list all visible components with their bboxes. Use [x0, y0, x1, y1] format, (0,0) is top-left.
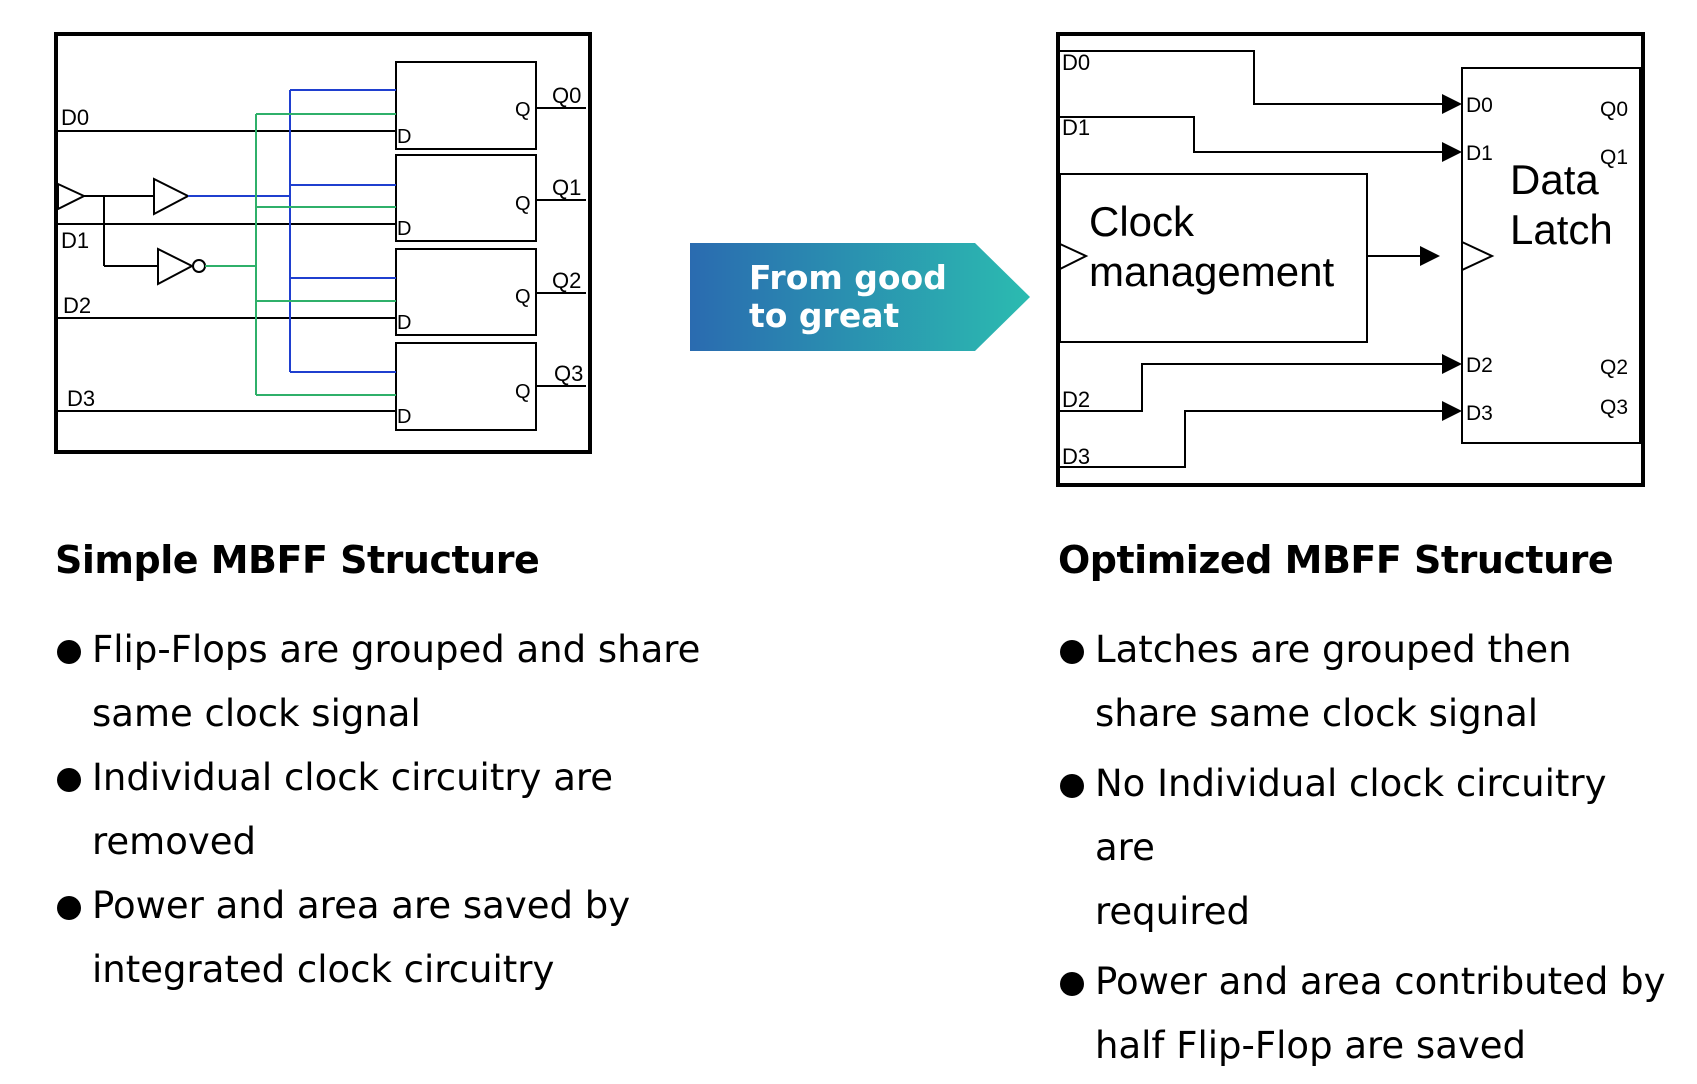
- right-data-wires: [1060, 50, 1462, 468]
- clock-net-green: [205, 113, 396, 396]
- latch-in-label-d3: D3: [1466, 402, 1493, 425]
- list-item: Individual clock circuitry are removed: [55, 746, 715, 874]
- right-input-label-d1: D1: [1062, 115, 1090, 140]
- right-input-label-d2: D2: [1062, 387, 1090, 412]
- bullet-text-line2: removed: [92, 820, 256, 863]
- bullet-text-line2: share same clock signal: [1095, 692, 1539, 735]
- bullet-text-line2: same clock signal: [92, 692, 421, 735]
- ff0-d-label: D: [397, 126, 411, 148]
- left-input-label-d1: D1: [61, 228, 89, 253]
- left-input-label-d3: D3: [67, 386, 95, 411]
- left-output-label-q1: Q1: [552, 175, 581, 200]
- latch-in-label-d2: D2: [1466, 354, 1493, 377]
- bullet-text-line1: Individual clock circuitry are: [92, 756, 614, 799]
- left-output-label-q2: Q2: [552, 268, 581, 293]
- clock-management-label-line1: Clock: [1089, 198, 1195, 245]
- arrow-text-line1: From good: [749, 258, 947, 297]
- left-input-label-d0: D0: [61, 105, 89, 130]
- list-item: Power and area contributed by half Flip-…: [1058, 950, 1678, 1078]
- right-input-label-d3: D3: [1062, 444, 1090, 469]
- bullet-text-line2: half Flip-Flop are saved: [1095, 1024, 1527, 1067]
- ff0-q-label: Q: [515, 99, 531, 121]
- latch-out-label-q3: Q3: [1600, 396, 1628, 419]
- list-item: No Individual clock circuitry are requir…: [1058, 752, 1678, 944]
- optimized-mbff-heading: Optimized MBFF Structure: [1058, 538, 1614, 582]
- ff2-d-label: D: [397, 312, 411, 334]
- left-output-label-q3: Q3: [554, 361, 583, 386]
- ff1-q-label: Q: [515, 193, 531, 215]
- data-latch-label-line2: Latch: [1510, 206, 1613, 253]
- inverter-bubble-icon: [192, 259, 206, 273]
- clock-management-label-line2: management: [1089, 248, 1334, 295]
- bullet-icon: [1060, 972, 1084, 996]
- optimized-mbff-diagram: D0 D1 D2 D3 Clock management Data Latch …: [1052, 28, 1674, 498]
- latch-out-label-q1: Q1: [1600, 146, 1628, 169]
- inverter-icon: [157, 247, 195, 286]
- ff3-d-label: D: [397, 406, 411, 428]
- latch-out-label-q0: Q0: [1600, 98, 1628, 121]
- latch-out-label-q2: Q2: [1600, 356, 1628, 379]
- bullet-icon: [1060, 774, 1084, 798]
- arrow-text-line2: to great: [749, 296, 899, 335]
- simple-mbff-schematic: D0 D1 D2 D3 Q0 Q1 Q2 Q3 D D D D Q Q Q Q: [54, 32, 592, 454]
- clock-mgmt-clock-icon: [1059, 242, 1089, 271]
- buffer-icon: [153, 177, 191, 216]
- right-frame: [1056, 32, 1645, 487]
- bullet-text-line1: Flip-Flops are grouped and share: [92, 628, 701, 671]
- bullet-icon: [57, 896, 81, 920]
- from-good-to-great-arrow: From good to great: [690, 243, 1030, 351]
- arrow-shape-icon: From good to great: [690, 243, 1030, 351]
- ff3-q-label: Q: [515, 381, 531, 403]
- ff2-q-label: Q: [515, 286, 531, 308]
- bullet-icon: [1060, 640, 1084, 664]
- bullet-text-line1: Power and area contributed by: [1095, 960, 1666, 1003]
- simple-mbff-diagram: D0 D1 D2 D3 Q0 Q1 Q2 Q3 D D D D Q Q Q Q: [50, 28, 660, 498]
- bullet-text-line1: No Individual clock circuitry are: [1095, 762, 1607, 869]
- flip-flop-0: [395, 61, 537, 150]
- left-frame: [54, 32, 592, 454]
- latch-in-label-d1: D1: [1466, 142, 1493, 165]
- list-item: Latches are grouped then share same cloc…: [1058, 618, 1678, 746]
- list-item: Flip-Flops are grouped and share same cl…: [55, 618, 715, 746]
- ff1-d-label: D: [397, 218, 411, 240]
- bullet-text-line2: required: [1095, 890, 1251, 933]
- latch-in-label-d0: D0: [1466, 94, 1493, 117]
- bullet-text-line2: integrated clock circuitry: [92, 948, 555, 991]
- simple-mbff-heading: Simple MBFF Structure: [55, 538, 540, 582]
- list-item: Power and area are saved by integrated c…: [55, 874, 715, 1002]
- bullet-icon: [57, 768, 81, 792]
- bullet-text-line1: Power and area are saved by: [92, 884, 631, 927]
- bullet-icon: [57, 640, 81, 664]
- optimized-mbff-schematic: D0 D1 D2 D3 Clock management Data Latch …: [1056, 32, 1645, 487]
- left-input-label-d2: D2: [63, 293, 91, 318]
- flip-flop-1: [395, 154, 537, 242]
- clock-net-blue: [188, 89, 396, 373]
- left-output-label-q0: Q0: [552, 83, 581, 108]
- optimized-mbff-bullet-list: Latches are grouped then share same cloc…: [1058, 618, 1678, 1084]
- bullet-text-line1: Latches are grouped then: [1095, 628, 1572, 671]
- data-latch-label-line1: Data: [1510, 156, 1599, 203]
- clock-input-icon: [57, 182, 87, 211]
- latch-clock-icon: [1461, 240, 1495, 272]
- simple-mbff-bullet-list: Flip-Flops are grouped and share same cl…: [55, 618, 715, 1002]
- right-input-label-d0: D0: [1062, 50, 1090, 75]
